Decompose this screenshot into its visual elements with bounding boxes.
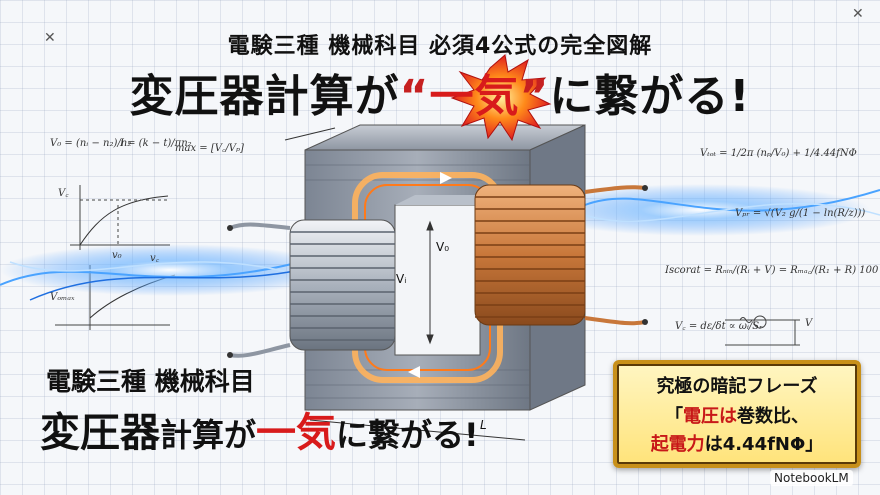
main-title-open-quote: “ (399, 71, 430, 122)
formula-9: Vₚᵣ = √(V₂ g/(1 − ln(R/z))) (735, 208, 866, 219)
phrase-line-1: 「電圧は巻数比、 (617, 402, 857, 428)
main-title-part2: に繋がる! (549, 71, 751, 122)
dimension-lines (284, 127, 526, 441)
phrase-line2-rest: 4.44fNΦ」 (722, 434, 824, 455)
corner-mark-top-left: ✕ (44, 30, 56, 46)
formula-5: v₀ (112, 250, 122, 261)
formula-7: Vₒₘₐₓ (50, 292, 75, 303)
primary-voltage-label: Vᵢ (396, 272, 407, 286)
main-title: 変圧器計算が“一気”に繋がる! (0, 60, 880, 124)
phrase-line1-open: 「 (665, 406, 683, 427)
corner-mark-top-right: ✕ (852, 6, 864, 22)
energy-stream-right (530, 184, 880, 236)
secondary-voltage-label: V₀ (436, 240, 450, 254)
bottom-title-part3: に繋がる! (336, 416, 479, 454)
formula-8: Vₜₒₜ = 1/2π (nₚ/V₀) + 1/4.44fNΦ (700, 148, 857, 159)
formula-12: V (805, 318, 813, 329)
formula-11: V꜀ = dε/δt ∝ ωᵢ/Sᵣ (675, 321, 763, 332)
bottom-title-part2: 計算が (160, 416, 257, 454)
secondary-coil (474, 184, 648, 326)
main-title-close-quote: ” (519, 71, 550, 122)
energy-stream-left (0, 244, 340, 301)
primary-coil (227, 219, 396, 358)
phrase-line2-mid: は (704, 434, 723, 455)
formula-1: V₀ = (nᵢ − n₂)/n₂ (50, 138, 132, 149)
main-title-highlight: 一気 (429, 71, 520, 122)
phrase-line-2: 起電力は4.44fNΦ」 (617, 430, 857, 456)
formula-2: I = (k − t)/πn₂ (120, 138, 192, 149)
formula-4: V꜀ (58, 188, 69, 199)
bottom-subtitle: 電験三種 機械科目 (46, 367, 255, 396)
phrase-line1-red: 電圧は (683, 406, 737, 427)
bottom-title-highlight: 一気 (256, 410, 337, 456)
bottom-title-part1: 変圧器 (40, 410, 160, 456)
bottom-title: 変圧器計算が一気に繋がる! (40, 400, 479, 458)
header-subtitle: 電験三種 機械科目 必須4公式の完全図解 (227, 34, 653, 59)
phrase-line2-red: 起電力 (650, 434, 705, 455)
mnemonic-phrase-box: 究極の暗記フレーズ 「電圧は巻数比、 起電力は4.44fNΦ」 (613, 360, 861, 468)
notebooklm-watermark: NotebookLM (770, 470, 853, 486)
phrase-title: 究極の暗記フレーズ (656, 376, 818, 397)
main-title-part1: 変圧器計算が (129, 71, 400, 122)
length-label: L (480, 418, 487, 432)
circuit-right (725, 315, 800, 346)
title-burst (450, 54, 552, 142)
formula-6: v꜀ (150, 253, 160, 264)
graph-left-top (70, 185, 170, 250)
formula-3: max = [V꜀/Vₚ] (175, 143, 244, 154)
phrase-line1-rest: 巻数比、 (737, 406, 809, 427)
formula-10: Iscorat = Rₙᵢₙ/(Rᵢ + V) = Rₘₐ꜀/(R₁ + R) … (665, 265, 879, 276)
